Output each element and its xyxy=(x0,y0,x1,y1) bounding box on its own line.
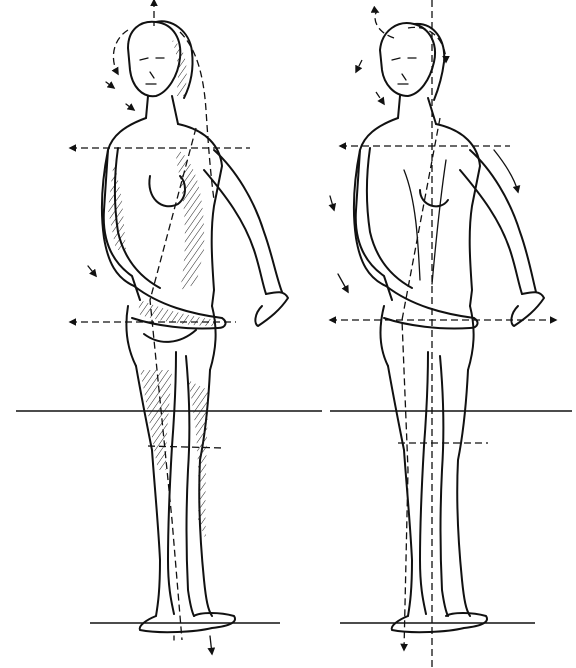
horizon-lines xyxy=(16,411,572,623)
torso-right-edge-right xyxy=(436,124,480,306)
pelvis-line xyxy=(144,330,196,342)
head-outline xyxy=(128,22,180,96)
torso-contours xyxy=(404,160,446,284)
neck xyxy=(146,96,178,124)
chest-right xyxy=(420,190,448,206)
arm-right-outer xyxy=(214,150,282,292)
head-outline-right xyxy=(380,23,435,96)
chest xyxy=(149,176,185,206)
figure-left-shaded xyxy=(70,0,288,654)
hand-right xyxy=(255,292,288,326)
face-features xyxy=(140,58,164,84)
figure-right-outline xyxy=(330,0,556,668)
